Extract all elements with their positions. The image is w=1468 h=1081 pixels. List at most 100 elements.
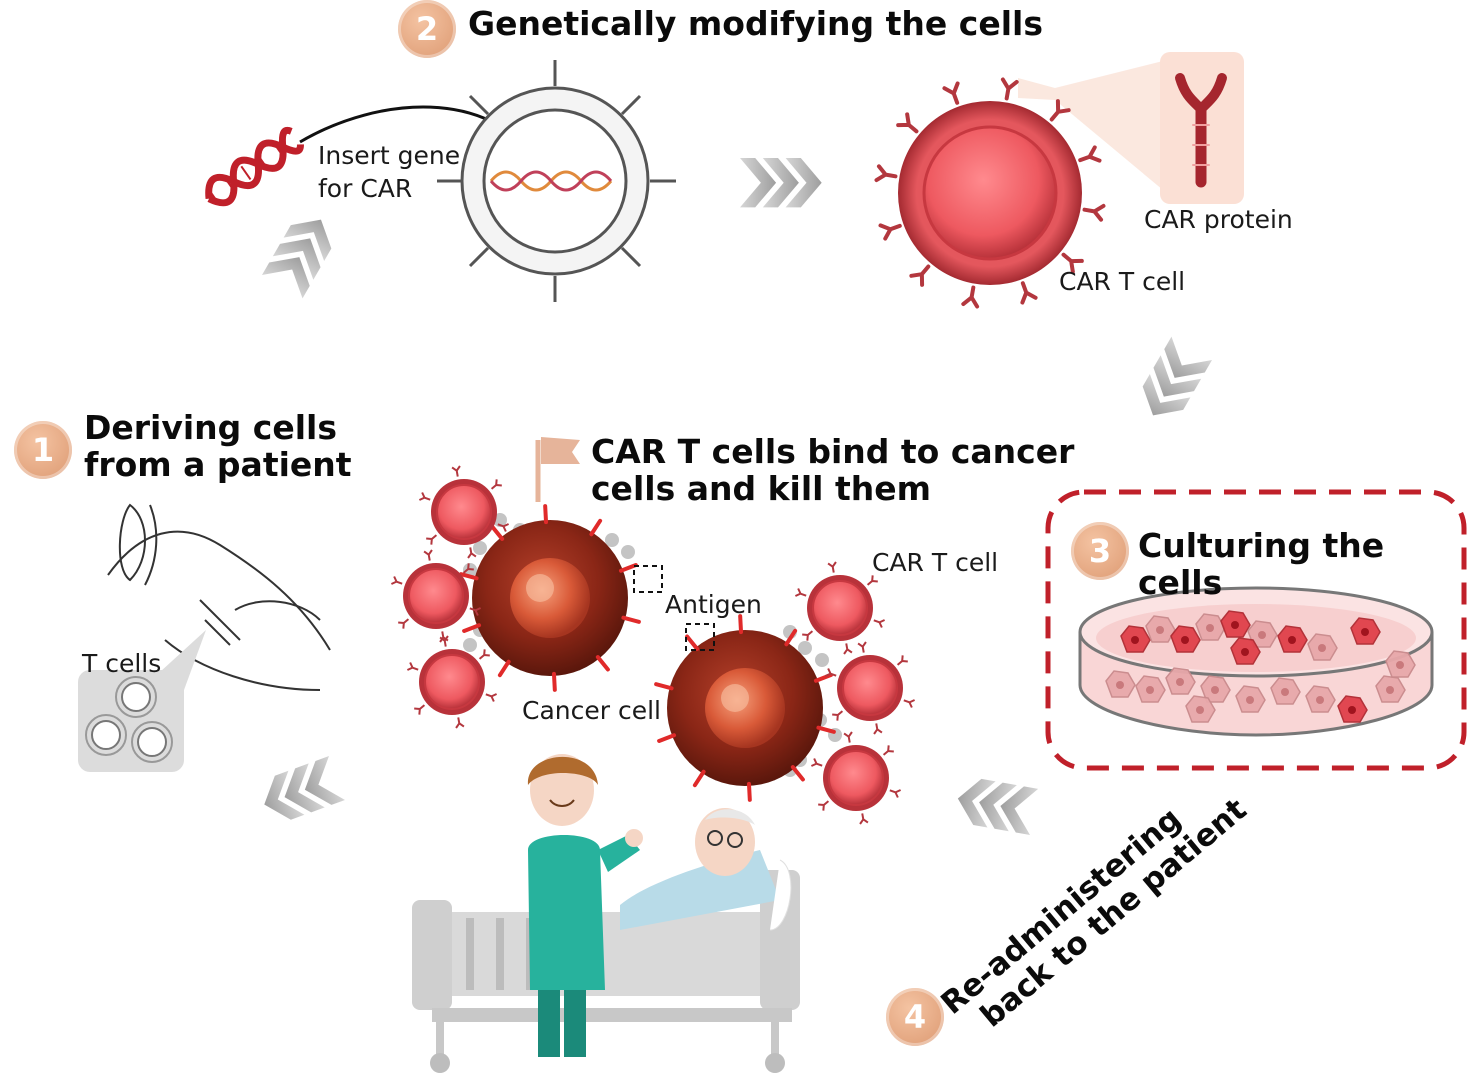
step-1-badge: 1 [14,421,72,479]
car-protein-label: CAR protein [1144,205,1293,234]
antigen-spike [551,671,557,692]
culture-dashed-border [1045,489,1467,771]
antigen-spike [595,655,610,672]
arrow-step3-to-step4 [953,775,1039,835]
patient-figure [620,808,792,931]
cultured-cell [1270,677,1301,705]
arrow-step1-to-step2 [262,207,342,299]
antigen-spike [490,524,505,541]
t-cell-icons [85,676,173,763]
car-receptor-icon [1082,203,1106,222]
antigen-spike [813,673,833,683]
cultured-cell [1145,615,1176,643]
debris-dot [463,638,477,652]
arrow-car-to-step3 [1132,336,1212,428]
car-receptor-icon [1020,281,1038,305]
cancer-cell-right [667,630,823,786]
insert-gene-label: Insert gene for CAR [318,140,460,205]
insert-gene-line1: Insert gene [318,141,461,170]
antigen-spike [462,623,482,633]
cultured-cell [1235,685,1266,713]
center-title-line1: CAR T cells bind to cancer [591,432,1075,471]
step-1-title: Deriving cells from a patient [84,408,352,484]
step-1-title-line1: Deriving cells [84,408,337,447]
antigen-spike [589,518,603,537]
flag-icon [535,437,580,502]
car-receptor-icon [1000,77,1019,101]
cultured-cells [1105,610,1416,723]
car-t-cell-small [390,549,482,643]
antigen-spike [816,725,836,734]
car-receptor-icon [874,164,898,183]
t-cells-panel-pointer [160,630,206,690]
cultured-cell [1307,633,1338,661]
patient-arm-drawing [107,503,331,691]
arrow-step2-to-car [740,158,822,208]
cancer-cell-label: Cancer cell [522,696,661,725]
cultured-cell [1337,695,1368,723]
cancer-cell-left [472,520,628,676]
petri-dish [1078,586,1434,737]
antigen-marker-box [633,565,663,593]
car-receptor-icon [1061,252,1084,274]
car-receptor-icon [878,223,902,241]
car-receptor-icon [1049,99,1071,122]
step-3-title: Culturing the cells [1138,526,1385,602]
dna-inside-icon [489,170,613,192]
car-t-cell-label-top: CAR T cell [1059,267,1186,296]
cultured-cell [1375,675,1406,703]
step-1-title-line2: from a patient [84,444,352,484]
antigen-marker-box-2 [685,623,715,651]
antigen-label: Antigen [665,590,762,619]
insert-gene-line2: for CAR [318,173,413,203]
cultured-cell [1200,675,1231,703]
t-cell-modified [437,60,676,302]
cultured-cell [1135,675,1166,703]
debris-dot [605,533,619,547]
antigen-spike [738,614,744,635]
antigen-spike [543,504,549,525]
cultured-cell [1220,610,1251,638]
zoom-wedge [1018,58,1175,200]
car-t-cell-small [810,731,902,825]
antigen-spike [654,682,674,691]
cultured-cell [1185,695,1216,723]
antigen-spike [497,659,511,678]
step-4-badge: 4 [886,988,944,1046]
antigen-spike [685,634,700,651]
cultured-cell [1305,685,1336,713]
doctor-figure [527,754,643,1057]
debris-dot [473,541,487,555]
cultured-cell [1350,617,1381,645]
antigen-spike [784,628,798,647]
cultured-cell [1385,650,1416,678]
antigen-spike [459,572,479,581]
dna-helix-icon [205,126,304,207]
car-receptor-icon [942,81,960,105]
cultured-cell [1105,670,1136,698]
debris-dot [815,653,829,667]
car-t-cell-large [874,77,1106,309]
debris-dot [798,641,812,655]
car-t-cell-small [406,635,498,729]
antigen-spike [746,781,752,802]
cultured-cell [1230,637,1261,665]
center-title-line2: cells and kill them [591,468,931,508]
antigen-spike [657,733,677,743]
car-t-cell-label-center: CAR T cell [872,548,999,577]
antigen-spikes [459,504,836,802]
car-receptor-icon [896,112,919,134]
arrow-step4-to-step1 [256,756,345,827]
car-protein-icon [1175,73,1227,188]
debris-dot [621,545,635,559]
step-2-badge: 2 [398,0,456,58]
bound-car-t-cells [390,465,916,825]
antigen-spike [618,563,638,573]
cultured-cell [1277,625,1308,653]
car-receptor-icon [909,264,931,287]
cultured-cell [1170,625,1201,653]
cultured-cell [1165,667,1196,695]
center-title: CAR T cells bind to cancer cells and kil… [591,432,1075,508]
antigen-spike [692,769,706,788]
